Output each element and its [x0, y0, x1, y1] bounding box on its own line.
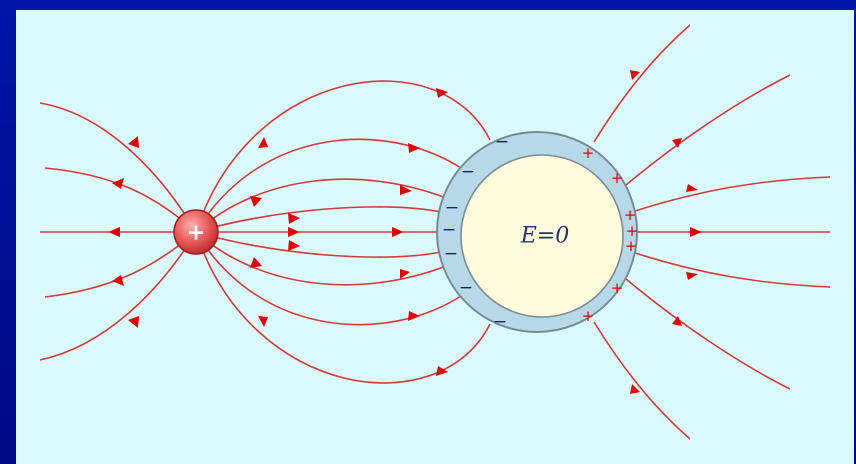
- plus-sign: +: [624, 206, 637, 224]
- arrowhead: [408, 143, 420, 153]
- arrowhead: [112, 275, 124, 286]
- plus-sign: +: [626, 222, 639, 240]
- arrowhead: [408, 311, 420, 321]
- field-line: [195, 231, 491, 384]
- arrowhead: [288, 227, 300, 237]
- arrowhead: [686, 272, 698, 280]
- field-line: [625, 278, 791, 390]
- field-line: [631, 251, 831, 288]
- arrowhead: [630, 384, 640, 394]
- minus-sign: −: [442, 220, 456, 240]
- arrowhead: [258, 316, 268, 327]
- arrowhead: [686, 184, 698, 192]
- field-line: [195, 231, 465, 326]
- conducting-sphere: E=0: [436, 131, 638, 333]
- point-charge-sign: +: [187, 221, 205, 246]
- arrowhead: [258, 137, 268, 148]
- field-arrows: [108, 70, 702, 394]
- minus-sign: −: [461, 162, 475, 182]
- field-line: [195, 206, 442, 233]
- conductor-cavity: [460, 154, 624, 318]
- arrowhead: [250, 196, 262, 207]
- arrowhead: [288, 213, 300, 224]
- field-line: [631, 176, 831, 213]
- field-inside-label: E=0: [520, 224, 570, 249]
- field-lines: [39, 24, 831, 440]
- plus-sign: +: [582, 144, 595, 162]
- induced-positive-charges: + + + + + + +: [582, 144, 639, 325]
- plus-sign: +: [625, 237, 638, 255]
- minus-sign: −: [444, 244, 458, 264]
- plus-sign: +: [611, 279, 624, 297]
- minus-sign: −: [495, 132, 509, 152]
- field-line: [39, 231, 197, 361]
- arrowhead: [436, 366, 448, 376]
- arrowhead: [672, 316, 682, 326]
- field-line: [625, 74, 791, 186]
- plus-sign: +: [611, 169, 624, 187]
- arrowhead: [436, 88, 448, 98]
- field-line: [195, 80, 491, 233]
- arrowhead: [392, 227, 404, 237]
- diagram-panel: [16, 10, 854, 464]
- induced-negative-charges: − − − − − − −: [442, 132, 509, 332]
- field-line: [593, 24, 691, 143]
- arrowhead: [108, 227, 120, 237]
- arrowhead: [112, 178, 124, 189]
- arrowhead: [128, 136, 139, 148]
- arrowhead: [288, 240, 300, 251]
- arrowhead: [400, 185, 412, 195]
- point-charge: +: [173, 209, 219, 255]
- arrowhead: [672, 138, 682, 148]
- arrowhead: [128, 316, 139, 328]
- arrowhead: [400, 269, 410, 279]
- minus-sign: −: [493, 312, 507, 332]
- field-line: [44, 167, 197, 233]
- field-line: [593, 321, 691, 440]
- arrowhead: [250, 257, 262, 268]
- arrowhead: [690, 227, 702, 237]
- field-line: [195, 178, 447, 233]
- point-charge-ball: [173, 209, 219, 255]
- plus-sign: +: [582, 307, 595, 325]
- arrowhead: [630, 70, 640, 80]
- field-line: [39, 102, 197, 233]
- field-line: [195, 231, 447, 286]
- field-line: [195, 231, 442, 258]
- field-line: [195, 138, 465, 233]
- minus-sign: −: [445, 198, 459, 218]
- minus-sign: −: [459, 278, 473, 298]
